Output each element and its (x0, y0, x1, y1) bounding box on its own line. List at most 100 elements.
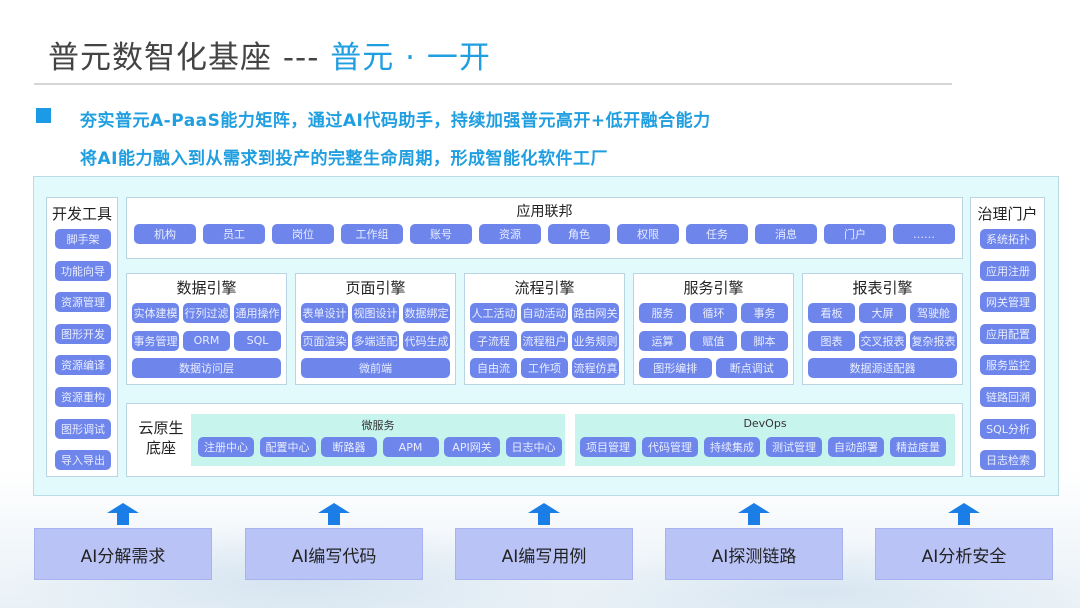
engine-item[interactable]: 断点调试 (715, 358, 788, 378)
governance-item[interactable]: 日志检索 (980, 450, 1036, 471)
governance-item[interactable]: 服务监控 (980, 355, 1036, 376)
engine-item[interactable]: 驾驶舱 (910, 303, 957, 323)
engine-item[interactable]: 视图设计 (352, 303, 399, 323)
dev-tool-item[interactable]: 资源管理 (55, 292, 111, 313)
engine-item[interactable]: 交叉报表 (859, 330, 906, 351)
federation-item[interactable]: 角色 (548, 224, 610, 244)
up-arrow-icon (107, 503, 139, 525)
engine-item[interactable]: 自动活动 (521, 303, 568, 323)
governance-item[interactable]: 应用注册 (980, 260, 1036, 281)
ai-capability-box: AI探测链路 (665, 528, 843, 580)
dev-tools-title: 开发工具 (51, 205, 112, 223)
dev-tool-item[interactable]: 图形开发 (55, 323, 111, 344)
engine-item[interactable]: 看板 (808, 303, 855, 323)
engine-item[interactable]: 微前端 (301, 358, 450, 378)
engine-item[interactable]: 路由网关 (572, 303, 619, 323)
microservice-item[interactable]: APM (382, 437, 439, 457)
federation-item[interactable]: 权限 (617, 224, 679, 244)
engine-item[interactable]: 流程租户 (521, 330, 568, 351)
devops-title: DevOps (743, 417, 787, 430)
governance-item[interactable]: 链路回溯 (980, 387, 1036, 407)
engine-item[interactable]: SQL (234, 330, 281, 351)
dev-tool-item[interactable]: 资源编译 (55, 355, 111, 376)
governance-item[interactable]: SQL分析 (980, 418, 1036, 439)
engine-item[interactable]: 脚本 (741, 330, 788, 351)
engine-item[interactable]: 数据访问层 (132, 358, 281, 378)
title-divider (34, 83, 952, 85)
federation-item[interactable]: 账号 (410, 224, 472, 244)
devops-item[interactable]: 持续集成 (704, 437, 760, 457)
title-accent: 普元 · 一开 (330, 40, 491, 76)
devops-item[interactable]: 精益度量 (890, 437, 946, 457)
engine-item[interactable]: 事务管理 (132, 330, 179, 351)
microservice-item[interactable]: 日志中心 (505, 437, 562, 457)
devops-item[interactable]: 自动部署 (828, 437, 884, 457)
federation-item[interactable]: 员工 (203, 224, 265, 244)
architecture-frame: 开发工具 脚手架功能向导资源管理图形开发资源编译资源重构图形调试导入导出 应用联… (33, 176, 1059, 496)
microservice-item[interactable]: 配置中心 (259, 437, 316, 457)
dev-tool-item[interactable]: 导入导出 (55, 450, 111, 471)
engine-item[interactable]: 事务 (741, 303, 788, 323)
engine-item[interactable]: 页面渲染 (301, 330, 348, 351)
ai-capability-box: AI编写代码 (245, 528, 423, 580)
dev-tools-panel: 开发工具 脚手架功能向导资源管理图形开发资源编译资源重构图形调试导入导出 (46, 197, 118, 477)
engine-item[interactable]: 大屏 (859, 303, 906, 323)
microservice-item[interactable]: API网关 (444, 437, 500, 457)
devops-item[interactable]: 代码管理 (642, 437, 698, 457)
subtitle-line-2: 将AI能力融入到从需求到投产的完整生命周期，形成智能化软件工厂 (80, 149, 608, 169)
federation-item[interactable]: 门户 (824, 224, 886, 244)
engine-item[interactable]: 业务规则 (572, 330, 619, 351)
federation-item[interactable]: 机构 (134, 224, 196, 244)
governance-item[interactable]: 网关管理 (980, 292, 1036, 313)
devops-item[interactable]: 项目管理 (580, 437, 636, 457)
devops-item[interactable]: 测试管理 (766, 437, 822, 457)
federation-item[interactable]: 岗位 (272, 224, 334, 244)
engine-item[interactable]: 复杂报表 (910, 330, 957, 351)
cloud-native-title: 云原生 底座 (133, 418, 189, 458)
federation-item[interactable]: …… (893, 224, 955, 244)
federation-item[interactable]: 资源 (479, 224, 541, 244)
engine-item[interactable]: 代码生成 (403, 330, 450, 351)
dev-tool-item[interactable]: 功能向导 (55, 260, 111, 281)
engine-item[interactable]: 流程仿真 (572, 358, 619, 378)
federation-item[interactable]: 消息 (755, 224, 817, 244)
governance-item[interactable]: 系统拓扑 (980, 229, 1036, 249)
engine-item[interactable]: 表单设计 (301, 303, 348, 323)
engine-item[interactable]: 循环 (690, 303, 737, 323)
engine-item[interactable]: 自由流 (470, 358, 517, 378)
engine-item[interactable]: ORM (183, 330, 230, 351)
engine-item[interactable]: 工作项 (521, 358, 568, 378)
engine-item[interactable]: 数据绑定 (403, 303, 450, 323)
engine-item[interactable]: 多端适配 (352, 330, 399, 351)
federation-item[interactable]: 任务 (686, 224, 748, 244)
page-title: 普元数智化基座 --- 普元 · 一开 (48, 32, 491, 77)
engine-item[interactable]: 赋值 (690, 330, 737, 351)
engine-item[interactable]: 通用操作 (234, 303, 281, 323)
engine-item[interactable]: 运算 (639, 330, 686, 351)
engine-item[interactable]: 行列过滤 (183, 303, 230, 323)
microservice-item[interactable]: 断路器 (321, 437, 377, 457)
dev-tool-item[interactable]: 脚手架 (55, 229, 111, 249)
dev-tool-item[interactable]: 资源重构 (55, 387, 111, 407)
engine-title: 报表引擎 (852, 279, 913, 297)
devops-lane: DevOps 项目管理代码管理持续集成测试管理自动部署精益度量 (575, 414, 955, 466)
engine-item[interactable]: 实体建模 (132, 303, 179, 323)
cloud-native-title-line1: 云原生 (138, 419, 184, 437)
governance-title: 治理门户 (977, 205, 1038, 223)
engine-item[interactable]: 图表 (808, 330, 855, 351)
engine-item[interactable]: 服务 (639, 303, 686, 323)
engine-item[interactable]: 人工活动 (470, 303, 517, 323)
engine-item[interactable]: 图形编排 (639, 358, 712, 378)
federation-item[interactable]: 工作组 (341, 224, 403, 244)
engine-item[interactable]: 子流程 (470, 330, 517, 351)
up-arrow-shape (107, 503, 139, 525)
engine-item[interactable]: 数据源适配器 (808, 358, 957, 378)
governance-item[interactable]: 应用配置 (980, 323, 1036, 344)
ai-capability-box: AI分析安全 (875, 528, 1053, 580)
engine-title: 服务引擎 (683, 279, 744, 297)
dev-tool-item[interactable]: 图形调试 (55, 418, 111, 439)
microservice-item[interactable]: 注册中心 (198, 437, 254, 457)
